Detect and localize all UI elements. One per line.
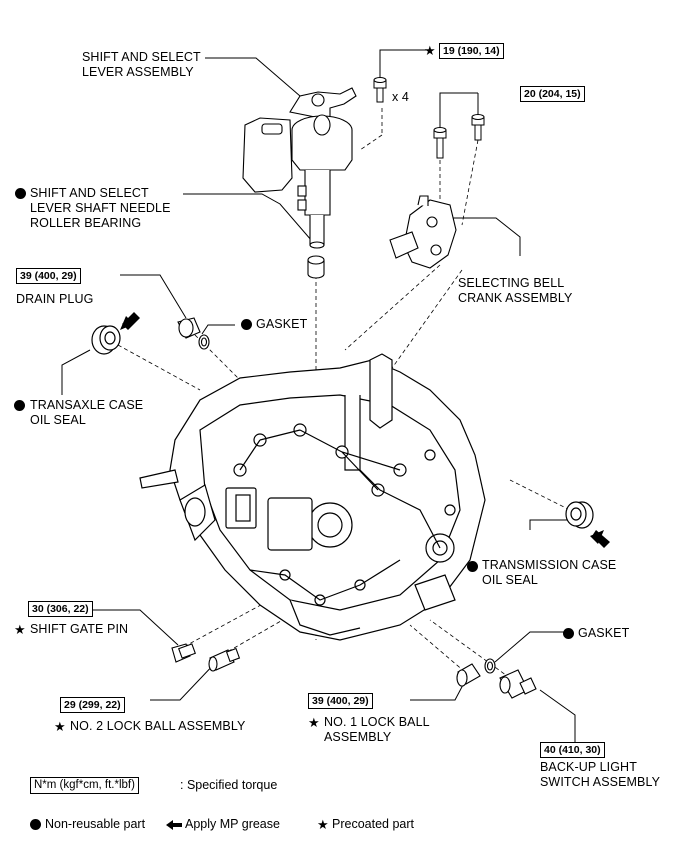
label-line: SWITCH ASSEMBLY: [540, 775, 661, 789]
non-reusable-dot-icon: [241, 319, 252, 330]
label-no2-lock-ball: NO. 2 LOCK BALL ASSEMBLY: [70, 719, 246, 733]
label-drain-plug: DRAIN PLUG: [16, 292, 94, 306]
label-line: CRANK ASSEMBLY: [458, 291, 573, 305]
grease-arrow-icon-legend: [166, 820, 182, 830]
label-line: SELECTING BELL: [458, 276, 565, 290]
legend-mp-grease: Apply MP grease: [185, 817, 280, 831]
no1-lock-ball-drawing: [456, 663, 481, 687]
torque-30: 30 (306, 22): [28, 601, 93, 617]
torque-20: 20 (204, 15): [520, 86, 585, 102]
precoated-star-icon: ★: [424, 43, 436, 58]
label-selecting-bell-crank: SELECTING BELL CRANK ASSEMBLY: [458, 276, 572, 306]
legend-precoated: Precoated part: [332, 817, 414, 831]
torque-39-lockball: 39 (400, 29): [308, 693, 373, 709]
transaxle-case-drawing: [139, 353, 486, 641]
label-line: ROLLER BEARING: [30, 216, 142, 230]
label-shift-select-lever: SHIFT AND SELECT LEVER ASSEMBLY: [82, 50, 201, 80]
non-reusable-dot-icon: [30, 819, 41, 830]
legend-torque-unit-text: : Specified torque: [180, 778, 278, 792]
label-needle-bearing: SHIFT AND SELECT LEVER SHAFT NEEDLE ROLL…: [30, 186, 171, 231]
torque-39-drain: 39 (400, 29): [16, 268, 81, 284]
selecting-bell-crank-drawing: [389, 195, 457, 269]
backup-light-switch-drawing: [499, 669, 537, 699]
precoated-star-icon: ★: [317, 817, 329, 832]
label-line: LEVER SHAFT NEEDLE: [30, 201, 171, 215]
label-line: NO. 1 LOCK BALL: [324, 715, 430, 729]
label-line: OIL SEAL: [30, 413, 86, 427]
drain-plug-drawing: [177, 317, 210, 350]
label-line: SHIFT AND SELECT: [30, 186, 149, 200]
non-reusable-dot-icon: [467, 561, 478, 572]
label-line: TRANSAXLE CASE: [30, 398, 144, 412]
label-line: BACK-UP LIGHT: [540, 760, 637, 774]
legend-non-reusable: Non-reusable part: [45, 817, 146, 831]
shift-select-lever-drawing: [242, 87, 357, 249]
bolt-19-drawing: [373, 77, 387, 103]
label-shift-gate-pin: SHIFT GATE PIN: [30, 622, 129, 636]
label-times-four: x 4: [392, 90, 409, 104]
legend-torque-unit-box: N*m (kgf*cm, ft.*lbf): [30, 777, 139, 794]
label-line: LEVER ASSEMBLY: [82, 65, 194, 79]
non-reusable-dot-icon: [15, 188, 26, 199]
needle-roller-bearing-drawing: [307, 255, 325, 279]
transaxle-oil-seal-drawing: [91, 325, 121, 355]
leader-lines: [61, 49, 576, 746]
label-transaxle-oil-seal: TRANSAXLE CASE OIL SEAL: [30, 398, 143, 428]
torque-40: 40 (410, 30): [540, 742, 605, 758]
label-line: ASSEMBLY: [324, 730, 392, 744]
no2-lock-ball-drawing: [208, 647, 241, 672]
bolt-20-drawing: [433, 114, 485, 159]
grease-arrow-icon: [120, 312, 140, 330]
label-backup-light-switch: BACK-UP LIGHT SWITCH ASSEMBLY: [540, 760, 660, 790]
gasket-bottom-drawing: [484, 658, 496, 674]
shift-gate-pin-drawing: [171, 643, 196, 663]
torque-29: 29 (299, 22): [60, 697, 125, 713]
label-no1-lock-ball: NO. 1 LOCK BALL ASSEMBLY: [324, 715, 430, 745]
non-reusable-dot-icon: [14, 400, 25, 411]
label-transmission-oil-seal: TRANSMISSION CASE OIL SEAL: [482, 558, 616, 588]
torque-19: 19 (190, 14): [439, 43, 504, 59]
label-line: OIL SEAL: [482, 573, 538, 587]
precoated-star-icon: ★: [308, 715, 320, 730]
label-line: TRANSMISSION CASE: [482, 558, 617, 572]
transmission-oil-seal-drawing: [565, 501, 594, 529]
precoated-star-icon: ★: [14, 622, 26, 637]
label-gasket-top: GASKET: [256, 317, 308, 331]
grease-arrow-icon-2: [590, 530, 610, 548]
precoated-star-icon: ★: [54, 719, 66, 734]
non-reusable-dot-icon: [563, 628, 574, 639]
label-gasket-bottom: GASKET: [578, 626, 630, 640]
label-line: SHIFT AND SELECT: [82, 50, 201, 64]
